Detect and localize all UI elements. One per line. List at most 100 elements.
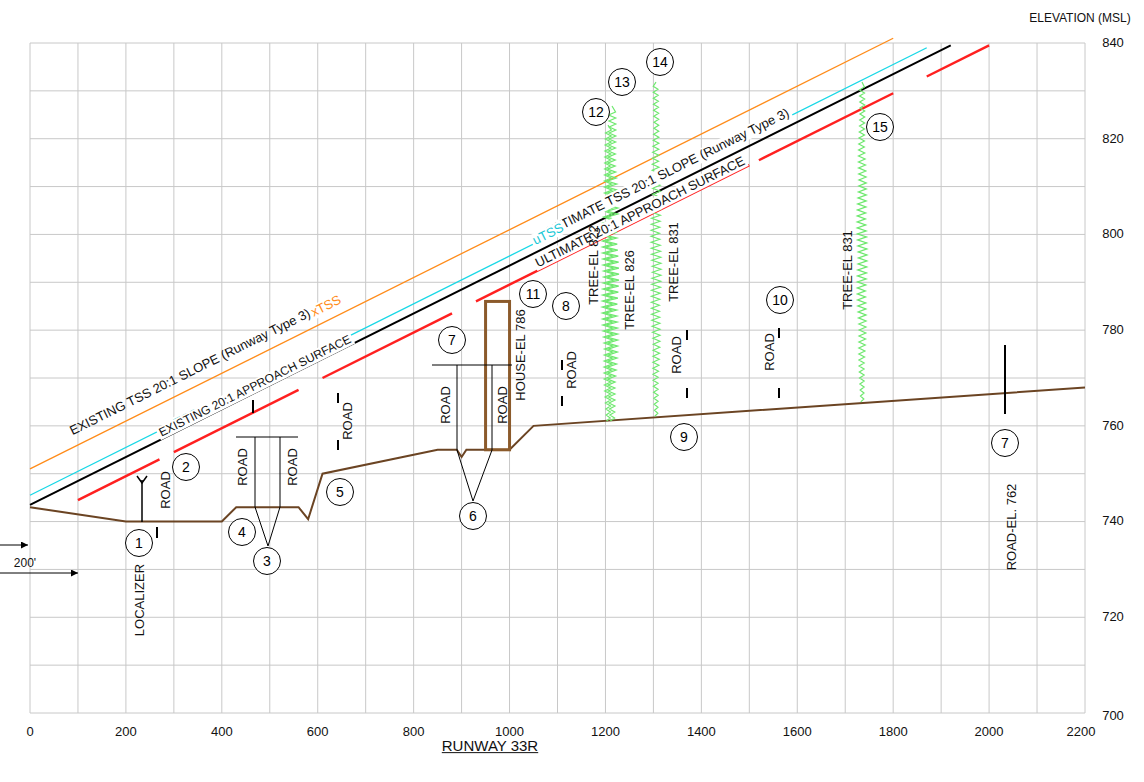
callout-number: 11 — [526, 287, 541, 301]
road-bracket — [492, 365, 493, 450]
annotation-label: ROAD — [670, 336, 684, 374]
grid-line — [30, 186, 1085, 187]
callout-number: 2 — [182, 460, 190, 474]
callout-number: 13 — [614, 75, 630, 89]
annotation-label: TREE-EL 831 — [667, 222, 681, 302]
annotation-label: TREE-EL 826 — [623, 250, 637, 330]
road-mark — [252, 400, 254, 413]
callout-number: 12 — [588, 105, 604, 119]
approach-surface-line — [30, 45, 951, 504]
localizer-mast — [141, 480, 143, 522]
grid-line — [30, 713, 1085, 714]
road-mark — [778, 388, 780, 398]
ground-profile — [30, 388, 1085, 522]
callout-circle: 15 — [866, 113, 894, 141]
grid — [30, 43, 1085, 713]
callout-circle: 12 — [582, 98, 610, 126]
annotation-label: ULTIMATE TSS 20:1 SLOPE (Runway Type 3) — [543, 105, 793, 239]
ultimate-approach-segment — [759, 93, 893, 160]
callout-number: 7 — [448, 333, 456, 347]
axis-label: 200 — [115, 725, 137, 739]
axis-label: 1200 — [591, 725, 620, 739]
callout-circle: 1 — [125, 529, 153, 557]
callout-circle: 11 — [519, 280, 547, 308]
leader-line — [255, 507, 280, 546]
axis-label: 700 — [1102, 709, 1124, 723]
callout-number: 6 — [469, 509, 477, 523]
axis-label: 1400 — [687, 725, 716, 739]
road-bracket — [236, 437, 298, 438]
axis-label: 780 — [1102, 323, 1124, 337]
axis-label: 1800 — [879, 725, 908, 739]
road-bracket — [255, 437, 256, 507]
road-bracket — [457, 365, 458, 450]
callout-circle: 3 — [253, 547, 281, 575]
tree-symbol — [605, 106, 619, 421]
annotation-label: ROAD — [236, 448, 250, 486]
axis-label: 1600 — [783, 725, 812, 739]
callout-number: 8 — [562, 299, 570, 313]
axis-label: 0 — [26, 725, 33, 739]
axis-label: 740 — [1102, 514, 1124, 528]
road-mark — [156, 527, 158, 538]
house-outline — [486, 301, 510, 449]
annotation-label: ROAD — [341, 402, 355, 440]
callout-circle: 4 — [228, 518, 256, 546]
leader-line — [457, 450, 492, 501]
axis-label: 600 — [307, 725, 329, 739]
callout-number: 3 — [263, 554, 271, 568]
annotation-label: ROAD — [159, 471, 173, 509]
callout-number: 14 — [652, 55, 668, 69]
callout-circle: 2 — [172, 453, 200, 481]
road-mark — [778, 328, 780, 338]
callout-circle: 14 — [646, 48, 674, 76]
road-bracket — [280, 437, 281, 507]
callout-circle: 7 — [438, 326, 466, 354]
dimension-arrow — [0, 545, 28, 546]
road-mark — [561, 396, 563, 406]
ultimate-approach-segment — [927, 45, 989, 76]
callout-circle: 10 — [766, 286, 794, 314]
road-mark — [337, 440, 339, 450]
grid-line — [30, 43, 1085, 44]
axis-label: 2000 — [975, 725, 1004, 739]
dimension-arrow — [0, 573, 78, 574]
existing-tss-line — [30, 38, 893, 469]
grid-line — [30, 282, 1085, 283]
callout-number: 4 — [238, 525, 246, 539]
callout-circle: 9 — [670, 423, 698, 451]
axis-label: 400 — [211, 725, 233, 739]
grid-line — [30, 90, 1085, 91]
axis-label: 800 — [403, 725, 425, 739]
axis-label: 840 — [1102, 36, 1124, 50]
grid-line — [30, 617, 1085, 618]
axis-label: 760 — [1102, 419, 1124, 433]
callout-number: 15 — [872, 120, 888, 134]
grid-line — [30, 665, 1085, 666]
annotation-label: HOUSE-EL 786 — [514, 309, 528, 400]
road-bracket — [432, 365, 512, 366]
axis-label: 820 — [1102, 132, 1124, 146]
annotation-label: ROAD — [286, 448, 300, 486]
road-mark — [1004, 345, 1006, 414]
annotation-label: ULTIMATE 20:1 APPROACH SURFACE — [531, 153, 748, 271]
callout-circle: 7 — [991, 429, 1019, 457]
annotation-label: LOCALIZER — [133, 564, 147, 636]
axis-label: 2200 — [1067, 725, 1096, 739]
annotation-label: ROAD-EL. 762 — [1005, 484, 1019, 571]
callout-circle: 6 — [459, 502, 487, 530]
callout-number: 7 — [1001, 436, 1009, 450]
ultimate-tss-line — [30, 48, 927, 495]
axis-label: ELEVATION (MSL) — [1029, 12, 1131, 25]
annotation-label: xTSS — [307, 292, 345, 320]
grid-line — [30, 569, 1085, 570]
road-mark — [686, 330, 688, 340]
annotation-label: ROAD — [496, 386, 510, 424]
annotation-label: ROAD — [439, 386, 453, 424]
tree-symbol — [651, 82, 661, 416]
callout-circle: 13 — [608, 68, 636, 96]
axis-label: RUNWAY 33R — [442, 738, 538, 754]
road-mark — [561, 360, 563, 370]
